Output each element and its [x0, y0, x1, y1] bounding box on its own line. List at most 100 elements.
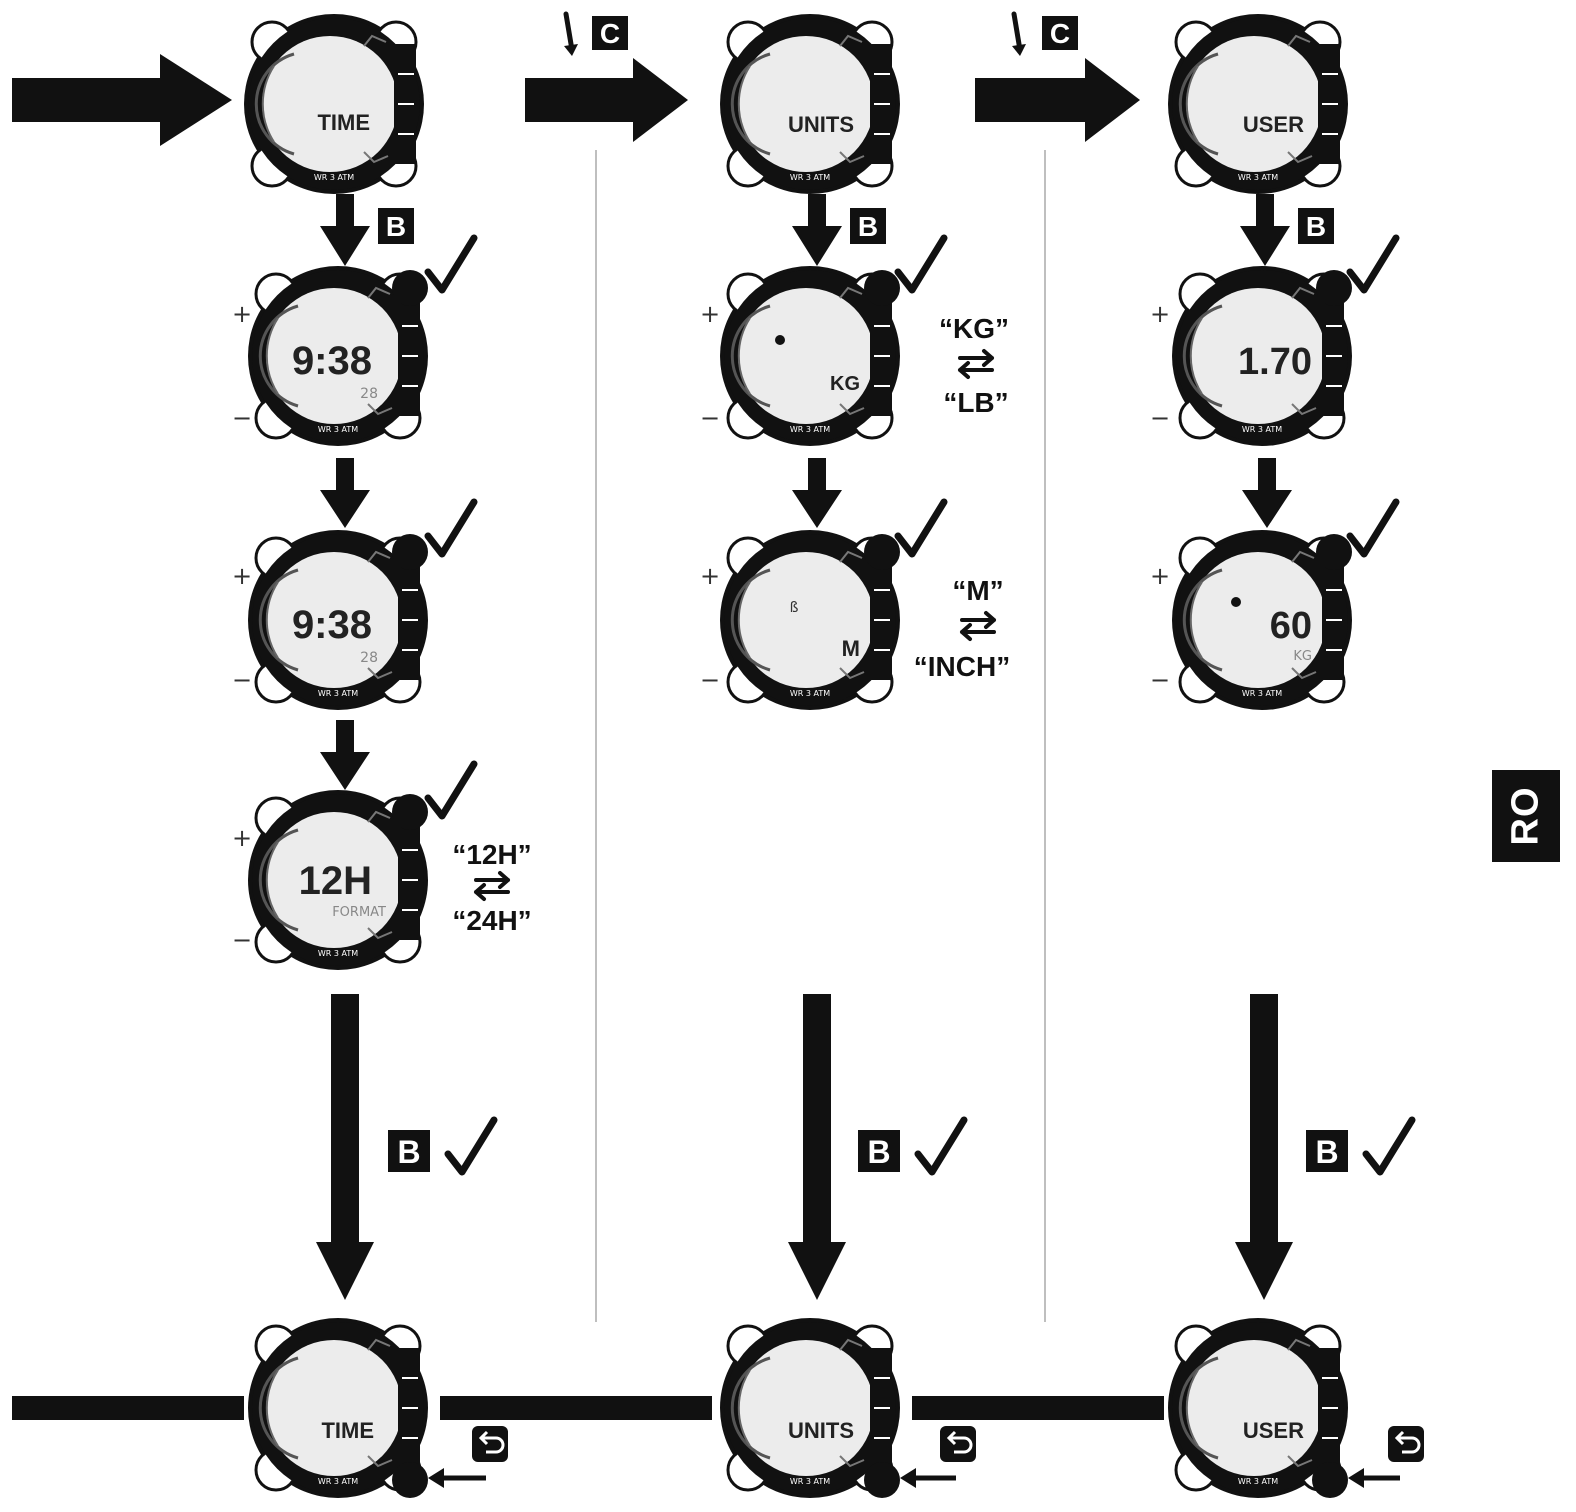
language-tab: RO	[1492, 770, 1560, 862]
b-button-badge: B	[388, 1130, 430, 1172]
check-icon	[1350, 238, 1396, 290]
svg-text:B: B	[867, 1134, 890, 1170]
watch-step-height: 1.70 WR 3 ATM	[1170, 264, 1354, 448]
plus-label: +	[700, 300, 720, 328]
watch-step-weight: 60 KG WR 3 ATM	[1170, 528, 1354, 712]
check-icon	[448, 1120, 494, 1172]
svg-text:WR 3 ATM: WR 3 ATM	[318, 425, 358, 434]
option-a: “KG”	[939, 313, 1009, 344]
display-sub: FORMAT	[332, 905, 386, 920]
minus-label: −	[232, 666, 252, 694]
plus-label: +	[1150, 300, 1170, 328]
back-icon	[1386, 1424, 1426, 1464]
svg-text:WR 3 ATM: WR 3 ATM	[790, 425, 830, 434]
svg-text:WR 3 ATM: WR 3 ATM	[318, 1477, 358, 1486]
watch-time-return: TIME WR 3 ATM	[246, 1316, 430, 1500]
check-icon	[428, 238, 474, 290]
back-arrow	[1348, 1468, 1400, 1488]
time-column: TIME WR 3 ATM B 9:38 28 WR 3 ATM + − 9:3…	[232, 12, 532, 1500]
svg-text:WR 3 ATM: WR 3 ATM	[790, 1477, 830, 1486]
display-value: KG	[830, 373, 860, 395]
display-value: 60	[1270, 605, 1312, 647]
c-press-indicator: C	[564, 14, 628, 56]
next-menu-arrow	[525, 58, 688, 142]
c-button-label: C	[1050, 18, 1070, 49]
option-a: “12H”	[452, 839, 531, 870]
option-a: “M”	[952, 575, 1003, 606]
watch-step-weight-unit: KG WR 3 ATM	[718, 264, 902, 448]
svg-text:B: B	[397, 1134, 420, 1170]
next-menu-arrow	[975, 58, 1140, 142]
display-sub: 28	[360, 386, 378, 402]
svg-text:WR 3 ATM: WR 3 ATM	[790, 173, 830, 182]
plus-label: +	[700, 562, 720, 590]
svg-text:WR 3 ATM: WR 3 ATM	[790, 689, 830, 698]
svg-text:WR 3 ATM: WR 3 ATM	[318, 949, 358, 958]
down-arrow	[1242, 458, 1292, 528]
check-icon	[428, 502, 474, 554]
down-arrow	[792, 194, 842, 266]
back-arrow	[900, 1468, 956, 1488]
down-arrow	[792, 458, 842, 528]
language-code: RO	[1504, 786, 1547, 846]
display-value: 9:38	[292, 603, 372, 647]
option-b: “24H”	[452, 905, 531, 936]
user-column: USER WR 3 ATM B 1.70 WR 3 ATM + − 60 KG	[1150, 12, 1426, 1500]
b-button-badge: B	[378, 208, 414, 244]
case-text: WR 3 ATM	[314, 173, 354, 182]
watch-units-return: UNITS WR 3 ATM	[718, 1316, 902, 1500]
minus-label: −	[700, 666, 720, 694]
display-value: 12H	[299, 859, 372, 903]
entry-arrow	[12, 54, 232, 146]
svg-text:B: B	[1306, 211, 1326, 242]
b-button-badge: B	[1298, 208, 1334, 244]
minus-label: −	[1150, 404, 1170, 432]
minus-label: −	[232, 404, 252, 432]
long-down-arrow	[316, 994, 374, 1300]
svg-text:WR 3 ATM: WR 3 ATM	[1238, 1477, 1278, 1486]
display-value: 9:38	[292, 339, 372, 383]
watch-user-return: USER WR 3 ATM	[1166, 1316, 1350, 1500]
watch-step-height-unit: ß M WR 3 ATM	[718, 528, 902, 712]
svg-text:WR 3 ATM: WR 3 ATM	[1242, 425, 1282, 434]
plus-label: +	[232, 824, 252, 852]
units-column: UNITS WR 3 ATM B KG WR 3 ATM + − “KG” “L…	[700, 12, 1010, 1500]
minus-label: −	[1150, 666, 1170, 694]
c-button-label: C	[600, 18, 620, 49]
long-down-arrow	[788, 994, 846, 1300]
option-b: “INCH”	[914, 651, 1010, 682]
menu-label: UNITS	[788, 1418, 854, 1443]
check-icon	[428, 764, 474, 816]
down-arrow	[320, 458, 370, 528]
watch-step-format: 12H FORMAT WR 3 ATM	[246, 788, 430, 972]
plus-label: +	[1150, 562, 1170, 590]
back-icon	[470, 1424, 510, 1464]
back-icon	[938, 1424, 978, 1464]
swap-arrows-icon	[960, 611, 996, 641]
check-icon	[1350, 502, 1396, 554]
long-down-arrow	[1235, 994, 1293, 1300]
menu-label: TIME	[317, 110, 370, 135]
check-icon	[1366, 1120, 1412, 1172]
b-button-badge: B	[858, 1130, 900, 1172]
svg-text:WR 3 ATM: WR 3 ATM	[318, 689, 358, 698]
watch-time-menu: TIME WR 3 ATM	[242, 12, 426, 196]
b-button-badge: B	[850, 208, 886, 244]
b-button-badge: B	[1306, 1130, 1348, 1172]
menu-label: USER	[1243, 112, 1304, 137]
return-line	[12, 1396, 1164, 1420]
display-sub: 28	[360, 650, 378, 666]
down-arrow	[320, 194, 370, 266]
swap-arrows-icon	[474, 871, 510, 901]
watch-user-menu: USER WR 3 ATM	[1166, 12, 1350, 196]
plus-label: +	[232, 562, 252, 590]
press-hand-icon	[1012, 14, 1026, 56]
check-icon	[918, 1120, 964, 1172]
menu-label: USER	[1243, 1418, 1304, 1443]
svg-text:WR 3 ATM: WR 3 ATM	[1238, 173, 1278, 182]
minus-label: −	[232, 926, 252, 954]
svg-text:ß: ß	[790, 600, 799, 616]
display-value: M	[842, 636, 860, 661]
watch-step-hour: 9:38 28 WR 3 ATM	[246, 264, 430, 448]
plus-label: +	[232, 300, 252, 328]
